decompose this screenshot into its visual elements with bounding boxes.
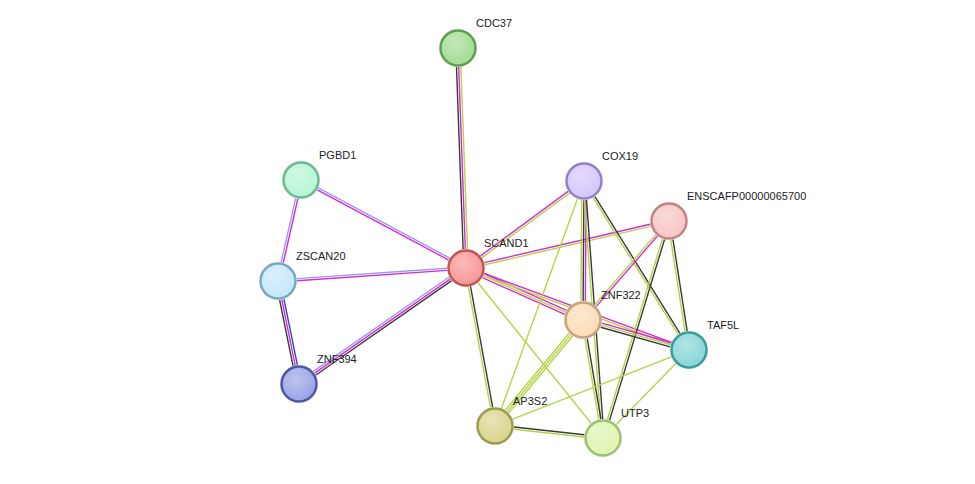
evidence-line (601, 325, 670, 345)
interaction-edge (297, 268, 447, 281)
evidence-line (461, 67, 468, 249)
node-circle (565, 162, 603, 200)
interaction-edge (280, 299, 298, 366)
protein-node: TAF5L (670, 331, 708, 369)
evidence-line (280, 300, 293, 366)
node-label: COX19 (602, 150, 638, 162)
interaction-edge (456, 67, 467, 249)
evidence-line (513, 357, 672, 419)
node-circle (584, 419, 622, 457)
node-circle (439, 29, 477, 67)
evidence-line (283, 199, 298, 263)
evidence-line (297, 268, 447, 278)
evidence-line (484, 274, 566, 311)
node-label: ZSCAN20 (296, 250, 346, 262)
evidence-line (596, 236, 657, 306)
node-label: ZNF322 (601, 289, 641, 301)
node-label: UTP3 (621, 407, 649, 419)
node-circle (259, 262, 297, 300)
interaction-edge (616, 364, 675, 425)
protein-node: CDC37 (439, 29, 477, 67)
node-label: TAF5L (707, 319, 739, 331)
node-label: AP3S2 (513, 395, 547, 407)
interaction-edge (505, 333, 572, 413)
evidence-line (602, 323, 671, 343)
node-label: CDC37 (476, 17, 512, 29)
evidence-line (316, 281, 452, 375)
interaction-edge (281, 198, 298, 262)
evidence-line (587, 339, 601, 420)
evidence-line (468, 287, 490, 408)
evidence-line (616, 364, 675, 425)
node-circle (447, 249, 485, 287)
node-label: ENSCAFP00000065700 (687, 190, 806, 202)
evidence-line (482, 278, 564, 315)
protein-node: SCAND1 (447, 249, 485, 287)
node-circle (280, 365, 318, 403)
evidence-line (317, 190, 448, 260)
evidence-line (601, 327, 670, 347)
evidence-line (580, 200, 582, 301)
evidence-line (318, 188, 449, 258)
protein-node: PGBD1 (282, 161, 320, 199)
evidence-line (297, 270, 447, 280)
interaction-edge (671, 240, 687, 332)
evidence-line (315, 279, 451, 373)
evidence-line (484, 224, 650, 262)
evidence-line (505, 333, 569, 410)
interaction-edge (484, 224, 650, 265)
evidence-line (483, 276, 565, 313)
protein-node: UTP3 (584, 419, 622, 457)
protein-node: ZSCAN20 (259, 262, 297, 300)
interaction-edge (313, 277, 451, 375)
node-label: SCAND1 (484, 237, 529, 249)
node-circle (476, 407, 514, 445)
node-circle (564, 301, 602, 339)
evidence-line (509, 336, 573, 413)
protein-node: ZNF394 (280, 365, 318, 403)
evidence-line (595, 235, 656, 305)
interaction-edge (514, 427, 584, 437)
evidence-line (471, 286, 493, 407)
protein-node: AP3S2 (476, 407, 514, 445)
evidence-line (313, 277, 449, 371)
protein-node: COX19 (565, 162, 603, 200)
evidence-line (673, 240, 687, 331)
node-circle (282, 161, 320, 199)
protein-node: ENSCAFP00000065700 (650, 202, 688, 240)
evidence-line (281, 198, 296, 262)
node-circle (670, 331, 708, 369)
evidence-line (671, 240, 685, 331)
node-label: ZNF394 (317, 353, 357, 365)
interaction-edge (513, 357, 672, 419)
evidence-line (514, 429, 584, 437)
interaction-edge (585, 339, 601, 420)
interaction-edge (317, 188, 450, 260)
node-label: PGBD1 (319, 149, 356, 161)
node-circle (650, 202, 688, 240)
evidence-line (282, 300, 295, 366)
protein-node: ZNF322 (564, 301, 602, 339)
interaction-edge (468, 286, 492, 407)
evidence-line (585, 339, 599, 420)
interaction-edge (601, 323, 672, 347)
evidence-line (582, 200, 584, 301)
